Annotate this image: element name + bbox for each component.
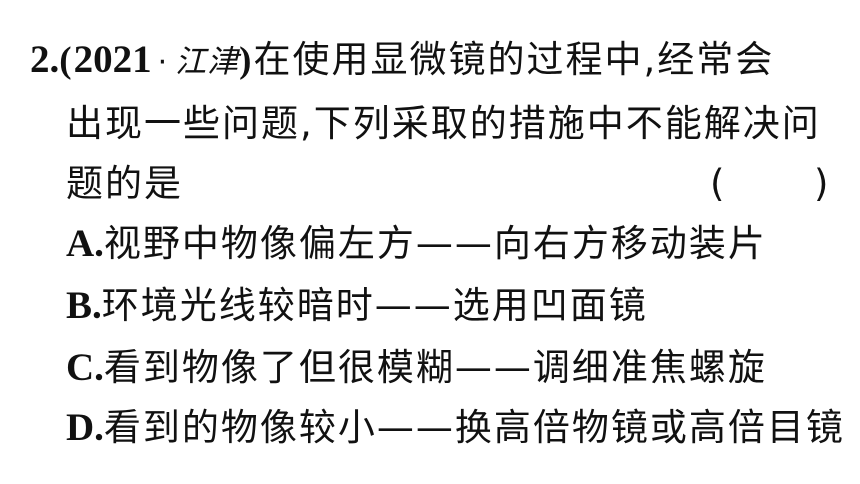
option-a-text: 视野中物像偏左方——向右方移动装片	[103, 222, 767, 265]
option-b[interactable]: B.环境光线较暗时——选用凹面镜	[66, 284, 648, 328]
stem-text-2: 出现一些问题,下列采取的措施中不能解决问	[66, 102, 821, 145]
question-stem-line-2: 出现一些问题,下列采取的措施中不能解决问	[66, 102, 821, 146]
source-paren-open: (	[59, 40, 74, 81]
source-dot: ·	[157, 45, 170, 80]
source-paren-close: )	[239, 40, 254, 81]
option-c-letter: C.	[66, 346, 104, 389]
answer-paren-open: (	[710, 162, 725, 205]
option-c[interactable]: C.看到物像了但很模糊——调细准焦螺旋	[66, 346, 767, 390]
option-b-letter: B.	[66, 284, 102, 327]
source-name: 江津	[175, 44, 240, 80]
option-c-text: 看到物像了但很模糊——调细准焦螺旋	[103, 346, 767, 389]
stem-text-1: 在使用显微镜的过程中,经常会	[253, 38, 775, 81]
option-d-letter: D.	[66, 406, 104, 449]
option-a[interactable]: A.视野中物像偏左方——向右方移动装片	[66, 222, 767, 266]
stem-text-3: 题的是	[66, 162, 183, 205]
source-year: 2021	[73, 38, 152, 81]
option-d[interactable]: D.看到的物像较小——换高倍物镜或高倍目镜	[66, 406, 845, 450]
option-b-text: 环境光线较暗时——选用凹面镜	[101, 284, 648, 327]
question-stem-line-1: 2.(2021·江津)在使用显微镜的过程中,经常会	[30, 38, 774, 85]
option-d-text: 看到的物像较小——换高倍物镜或高倍目镜	[103, 406, 845, 449]
option-a-letter: A.	[66, 222, 104, 265]
question-number: 2.	[30, 38, 60, 81]
answer-paren-close: )	[814, 162, 829, 205]
question-stem-line-3: 题的是	[66, 162, 183, 206]
